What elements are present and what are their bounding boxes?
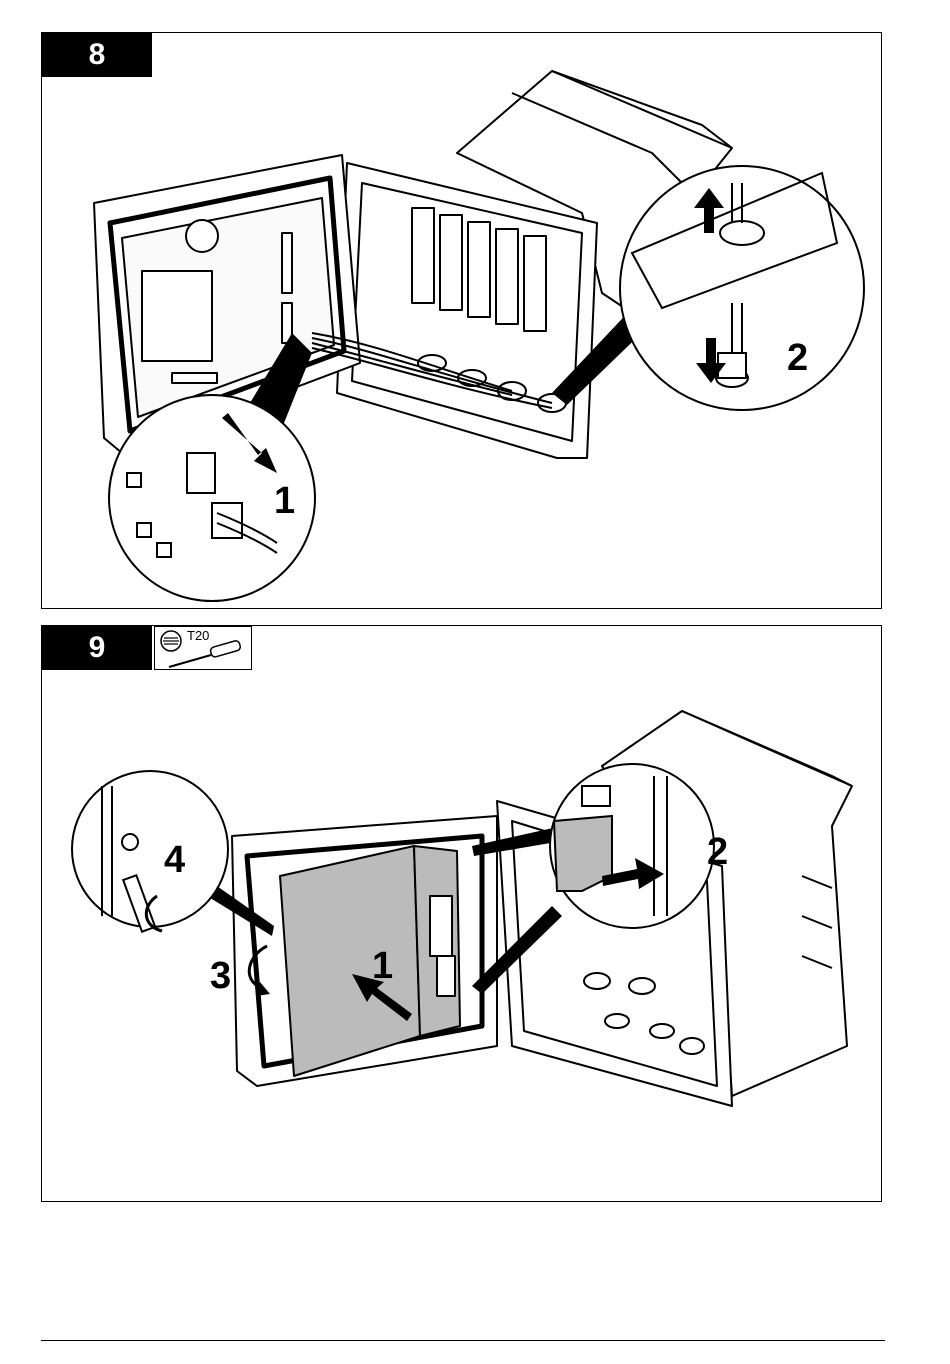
detail-circle-slide	[550, 764, 714, 928]
cable-gland	[680, 1038, 704, 1054]
card-slot	[468, 222, 490, 317]
cable-gland-hole	[605, 1014, 629, 1028]
cable-gland-hole	[650, 1024, 674, 1038]
detail-circle-gland	[620, 166, 864, 410]
callout-number: 3	[210, 955, 231, 997]
callout-number: 2	[707, 831, 728, 873]
step-9-illustration: 1 3 4 2	[42, 626, 882, 1202]
callout-number: 4	[164, 839, 185, 881]
card-slot	[524, 236, 546, 331]
card-slot	[440, 215, 462, 310]
card-slot	[496, 229, 518, 324]
callout-number: 1	[372, 945, 393, 987]
cable-gland-hole	[629, 978, 655, 994]
callout-number: 2	[787, 337, 808, 379]
detail-circle-screw	[72, 771, 228, 932]
card-slot	[412, 208, 434, 303]
step-9-panel: 9 T20	[41, 625, 882, 1202]
footer-rule	[41, 1340, 885, 1341]
step-8-panel: 8	[41, 32, 882, 609]
step-8-illustration: 1 2	[42, 33, 882, 609]
display-module	[142, 271, 212, 361]
callout-number: 1	[274, 480, 295, 522]
board-cover	[280, 846, 420, 1076]
cable-gland-hole	[584, 973, 610, 989]
